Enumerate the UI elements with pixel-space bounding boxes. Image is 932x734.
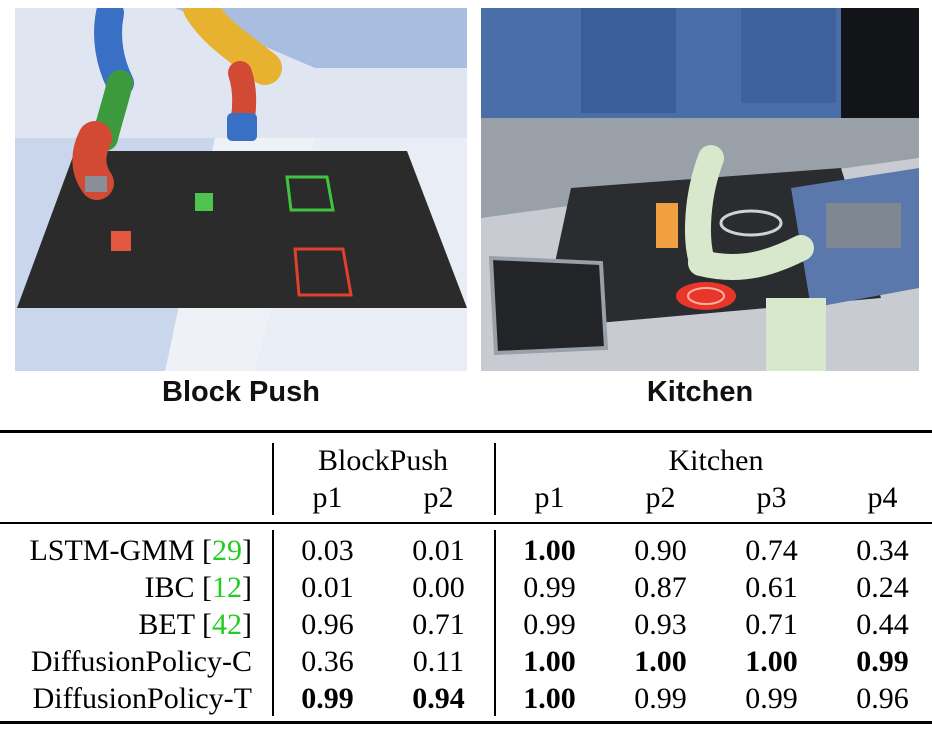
table-cell: 0.99 xyxy=(523,571,576,604)
table-cell: 0.71 xyxy=(745,608,798,641)
method-name: IBC [12] xyxy=(144,571,252,604)
method-label: DiffusionPolicy-C xyxy=(30,645,252,678)
method-label: DiffusionPolicy-T xyxy=(32,682,252,715)
citation-link[interactable]: 29 xyxy=(212,534,242,567)
table-cell: 1.00 xyxy=(745,645,798,678)
table-top-rule xyxy=(0,430,932,433)
table-cell: 0.93 xyxy=(634,608,687,641)
column-header: p1 xyxy=(534,481,565,514)
table-cell: 0.71 xyxy=(412,608,465,641)
table-cell: 0.01 xyxy=(301,571,354,604)
method-label: BET xyxy=(138,608,195,641)
table-cell: 0.90 xyxy=(634,534,687,567)
table-cell: 0.74 xyxy=(745,534,798,567)
table-cell: 1.00 xyxy=(523,534,576,567)
table-cell: 0.99 xyxy=(745,682,798,715)
column-header: p3 xyxy=(756,481,787,514)
header-divider-left xyxy=(272,443,274,515)
table-cell: 0.03 xyxy=(301,534,354,567)
table-cell: 0.94 xyxy=(412,682,465,715)
table-cell: 0.24 xyxy=(856,571,909,604)
table-cell: 0.36 xyxy=(301,645,354,678)
table-cell: 0.87 xyxy=(634,571,687,604)
method-name: DiffusionPolicy-C xyxy=(0,644,252,680)
method-label: LSTM-GMM xyxy=(29,534,195,567)
column-header: p1 xyxy=(312,481,343,514)
method-name: DiffusionPolicy-T xyxy=(0,681,252,717)
column-header: p2 xyxy=(423,481,454,514)
method-name: BET [42] xyxy=(138,608,252,641)
table-cell: 0.99 xyxy=(634,682,687,715)
block-push-image xyxy=(15,8,467,371)
table-cell: 1.00 xyxy=(634,645,687,678)
block-push-caption: Block Push xyxy=(162,376,320,408)
body-divider-left xyxy=(272,530,274,716)
kitchen-caption: Kitchen xyxy=(646,376,754,408)
column-header: p2 xyxy=(645,481,676,514)
table-cell: 0.61 xyxy=(745,571,798,604)
table-cell: 0.01 xyxy=(412,534,465,567)
header-divider-right xyxy=(494,443,496,515)
group-header-blockpush: BlockPush xyxy=(317,444,449,477)
table-cell: 1.00 xyxy=(523,645,576,678)
citation-link[interactable]: 42 xyxy=(212,608,242,641)
table-cell: 0.00 xyxy=(412,571,465,604)
column-header: p4 xyxy=(867,481,898,514)
group-header-kitchen: Kitchen xyxy=(668,444,764,477)
kitchen-image xyxy=(481,8,919,371)
table-cell: 0.34 xyxy=(856,534,909,567)
table-cell: 0.99 xyxy=(523,608,576,641)
table-cell: 0.96 xyxy=(856,682,909,715)
table-cell: 0.99 xyxy=(856,645,909,678)
table-header-rule xyxy=(0,522,932,524)
table-cell: 1.00 xyxy=(523,682,576,715)
method-name: LSTM-GMM [29] xyxy=(29,534,252,567)
table-cell: 0.44 xyxy=(856,608,909,641)
citation-link[interactable]: 12 xyxy=(212,571,242,604)
method-label: IBC xyxy=(144,571,195,604)
table-cell: 0.11 xyxy=(412,645,465,678)
table-bottom-rule xyxy=(0,721,932,724)
table-cell: 0.96 xyxy=(301,608,354,641)
body-divider-right xyxy=(494,530,496,716)
table-cell: 0.99 xyxy=(301,682,354,715)
